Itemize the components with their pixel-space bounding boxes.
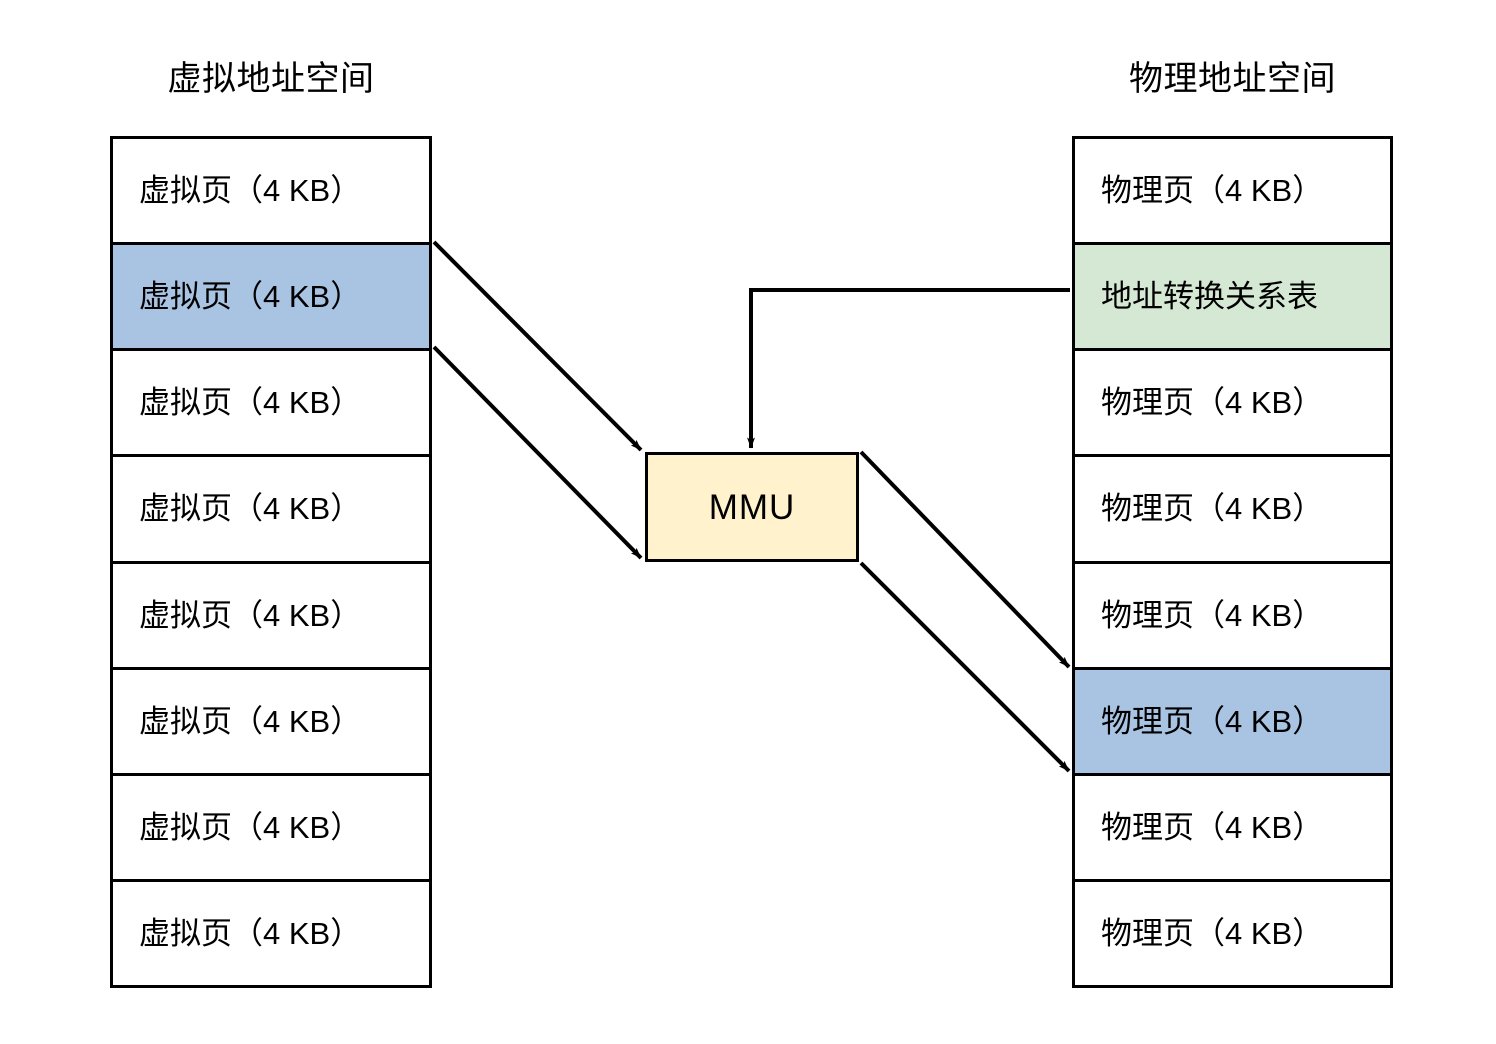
physical-address-space-stack: 物理页（4 KB） 地址转换关系表 物理页（4 KB） 物理页（4 KB） 物理…	[1072, 136, 1393, 988]
physical-page-row-3[interactable]: 物理页（4 KB）	[1075, 351, 1390, 458]
virtual-page-row-2-highlighted[interactable]: 虚拟页（4 KB）	[113, 245, 429, 352]
virtual-page-label: 虚拟页（4 KB）	[139, 173, 362, 209]
address-translation-table-row[interactable]: 地址转换关系表	[1075, 245, 1390, 352]
virtual-address-space-stack: 虚拟页（4 KB） 虚拟页（4 KB） 虚拟页（4 KB） 虚拟页（4 KB） …	[110, 136, 432, 988]
arrow-virtual-top-to-mmu	[432, 240, 643, 452]
virtual-page-label: 虚拟页（4 KB）	[139, 915, 362, 951]
physical-page-row-7[interactable]: 物理页（4 KB）	[1075, 775, 1390, 882]
address-translation-table-label: 地址转换关系表	[1101, 279, 1318, 315]
physical-page-label: 物理页（4 KB）	[1101, 809, 1324, 845]
virtual-page-label: 虚拟页（4 KB）	[139, 491, 362, 527]
virtual-page-label: 虚拟页（4 KB）	[139, 385, 362, 421]
virtual-page-label: 虚拟页（4 KB）	[139, 809, 362, 845]
physical-page-label: 物理页（4 KB）	[1101, 491, 1324, 527]
physical-address-space-title: 物理地址空间	[1129, 60, 1336, 98]
physical-page-row-6-highlighted[interactable]: 物理页（4 KB）	[1075, 669, 1390, 776]
mmu-box[interactable]: MMU	[645, 452, 859, 562]
virtual-page-row-8[interactable]: 虚拟页（4 KB）	[113, 881, 429, 985]
arrow-mmu-to-physical-top	[859, 450, 1071, 669]
physical-page-label: 物理页（4 KB）	[1101, 597, 1324, 633]
arrow-mmu-to-physical-bottom	[859, 561, 1071, 773]
virtual-page-row-6[interactable]: 虚拟页（4 KB）	[113, 669, 429, 776]
virtual-page-row-4[interactable]: 虚拟页（4 KB）	[113, 457, 429, 564]
virtual-page-label: 虚拟页（4 KB）	[139, 279, 362, 315]
physical-page-row-4[interactable]: 物理页（4 KB）	[1075, 457, 1390, 564]
arrow-virtual-bottom-to-mmu	[432, 345, 643, 560]
virtual-page-row-1[interactable]: 虚拟页（4 KB）	[113, 139, 429, 246]
physical-page-label: 物理页（4 KB）	[1101, 915, 1324, 951]
virtual-page-row-7[interactable]: 虚拟页（4 KB）	[113, 775, 429, 882]
virtual-page-label: 虚拟页（4 KB）	[139, 703, 362, 739]
physical-page-label: 物理页（4 KB）	[1101, 385, 1324, 421]
physical-page-row-1[interactable]: 物理页（4 KB）	[1075, 139, 1390, 246]
virtual-page-row-3[interactable]: 虚拟页（4 KB）	[113, 351, 429, 458]
virtual-page-label: 虚拟页（4 KB）	[139, 597, 362, 633]
physical-page-row-5[interactable]: 物理页（4 KB）	[1075, 563, 1390, 670]
physical-page-label: 物理页（4 KB）	[1101, 703, 1324, 739]
physical-page-label: 物理页（4 KB）	[1101, 173, 1324, 209]
arrow-page-table-to-mmu	[747, 288, 1070, 449]
virtual-page-row-5[interactable]: 虚拟页（4 KB）	[113, 563, 429, 670]
virtual-address-space-title: 虚拟地址空间	[167, 60, 375, 98]
mmu-label: MMU	[708, 487, 796, 527]
physical-page-row-8[interactable]: 物理页（4 KB）	[1075, 881, 1390, 985]
